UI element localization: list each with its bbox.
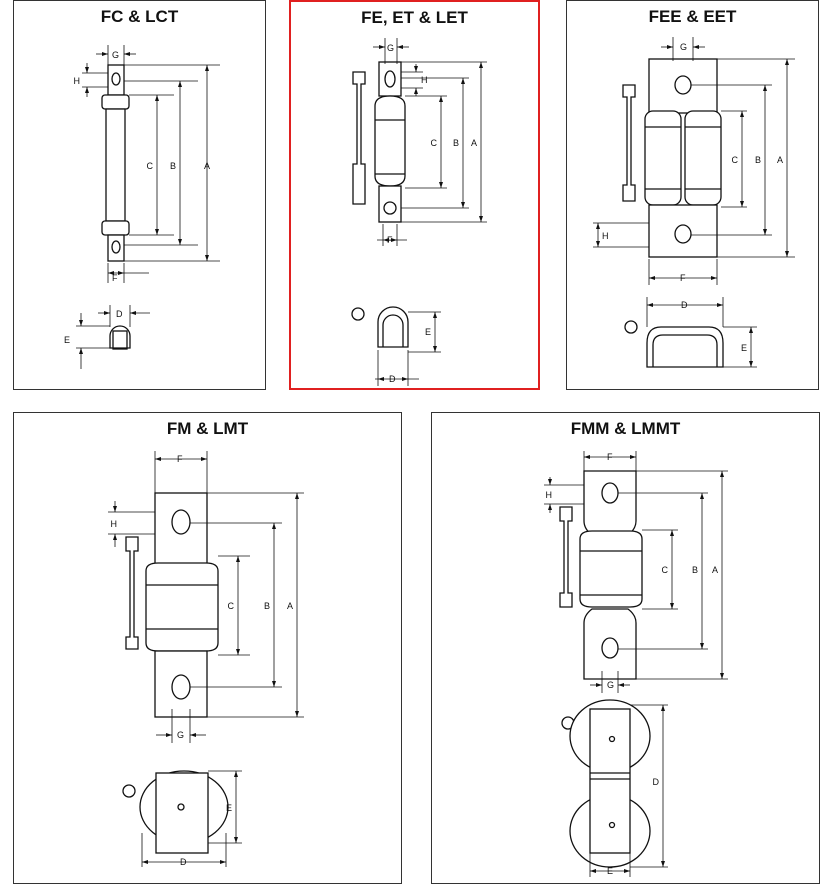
dim-label-d: D	[389, 374, 396, 384]
dim-label-a: A	[777, 155, 783, 165]
fuse-panel-fmm-lmmt[interactable]: FMM & LMMT	[431, 412, 820, 884]
fuse-diagram-fc-lct: G H C B A F D E	[64, 45, 220, 369]
dim-label-h: H	[546, 490, 553, 500]
panel-title: FMM & LMMT	[570, 419, 681, 438]
fuse-panel-fm-lmt[interactable]: FM & LMT	[13, 412, 402, 884]
dim-label-a: A	[712, 565, 718, 575]
dim-label-g: G	[680, 42, 687, 52]
dim-label-b: B	[453, 138, 459, 148]
dim-label-e: E	[607, 866, 613, 876]
panel-title: FE, ET & LET	[361, 8, 468, 27]
dim-label-d: D	[180, 857, 187, 867]
dim-label-f: F	[680, 273, 686, 283]
dim-label-f: F	[607, 452, 613, 462]
dim-label-e: E	[226, 803, 232, 813]
dim-label-h: H	[74, 76, 81, 86]
dim-label-d: D	[681, 300, 688, 310]
dim-label-e: E	[64, 335, 70, 345]
dim-label-e: E	[741, 343, 747, 353]
dim-label-d: D	[653, 777, 660, 787]
dim-label-c: C	[732, 155, 739, 165]
dim-label-b: B	[264, 601, 270, 611]
dim-label-c: C	[228, 601, 235, 611]
dim-label-a: A	[204, 161, 210, 171]
dim-label-b: B	[755, 155, 761, 165]
dim-label-d: D	[116, 309, 123, 319]
dim-label-g: G	[177, 730, 184, 740]
fuse-diagram-fmm-lmmt: F H C B A G D E	[544, 451, 728, 877]
dim-label-f: F	[387, 235, 393, 245]
dim-label-c: C	[431, 138, 438, 148]
dim-label-f: F	[112, 273, 118, 283]
fuse-diagram-fee-eet: G C B A H F D E	[593, 37, 795, 368]
dim-label-f: F	[177, 454, 183, 464]
fuse-panel-fee-eet[interactable]: FEE & EET	[566, 0, 819, 390]
dim-label-e: E	[425, 327, 431, 337]
dim-label-c: C	[662, 565, 669, 575]
dim-label-c: C	[147, 161, 154, 171]
dim-label-h: H	[111, 519, 118, 529]
dim-label-b: B	[692, 565, 698, 575]
panel-title: FM & LMT	[166, 419, 249, 438]
dim-label-h: H	[421, 75, 428, 85]
fuse-panel-fe-et-let[interactable]: FE, ET & LET	[289, 0, 540, 390]
panel-title: FC & LCT	[100, 7, 179, 26]
dim-label-g: G	[112, 50, 119, 60]
dim-label-a: A	[471, 138, 477, 148]
dim-label-b: B	[170, 161, 176, 171]
panel-title: FEE & EET	[648, 7, 737, 26]
fuse-diagram-fe-et-let: G H C B A F E D	[351, 38, 487, 386]
dim-label-g: G	[607, 680, 614, 690]
fuse-panel-fc-lct[interactable]: FC & LCT	[13, 0, 266, 390]
dim-label-a: A	[287, 601, 293, 611]
dim-label-g: G	[387, 43, 394, 53]
dim-label-h: H	[602, 231, 609, 241]
fuse-diagram-fm-lmt: F H C B A G E D	[108, 451, 304, 867]
